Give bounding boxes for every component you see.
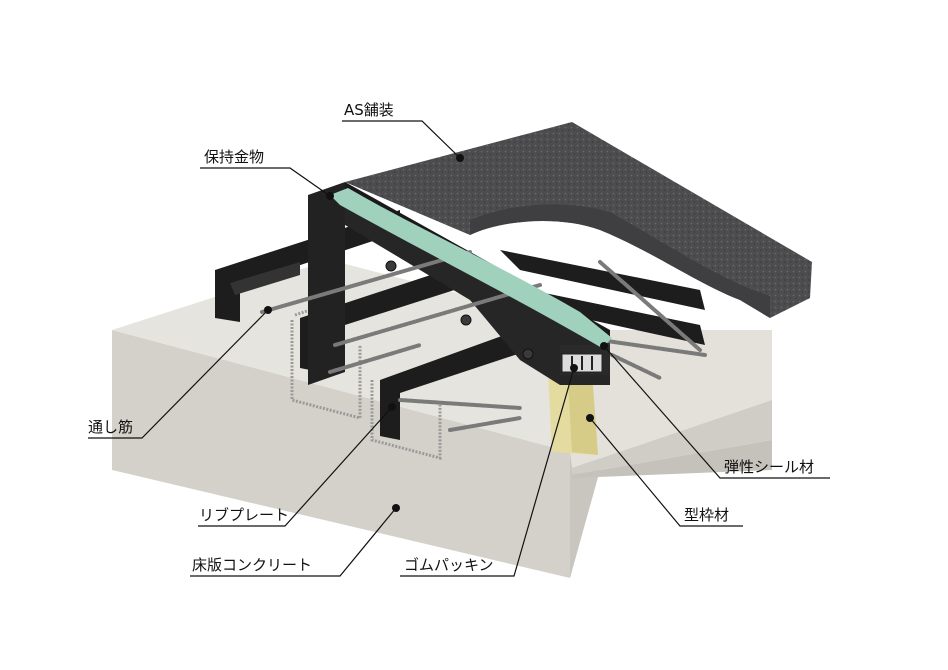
label-rib-plate: リブプレート <box>199 506 290 524</box>
label-retaining-bracket: 保持金物 <box>204 148 265 166</box>
through-rebars <box>260 250 707 432</box>
asphalt-pavement <box>345 122 812 318</box>
leader-as-pavement <box>342 120 461 159</box>
rubber-packing <box>561 353 603 373</box>
leader-retaining-bracket <box>200 167 331 197</box>
leader-dots <box>264 154 608 512</box>
label-slab-concrete: 床版コンクリート <box>192 556 313 574</box>
leader-through-rebar <box>88 309 269 439</box>
elastic-sealant <box>330 188 612 348</box>
label-elastic-sealant: 弾性シール材 <box>724 458 815 476</box>
label-through-rebar: 通し筋 <box>88 418 134 436</box>
leader-rubber-packing <box>400 367 575 577</box>
label-form-material: 型枠材 <box>684 506 730 524</box>
form-material <box>548 372 598 455</box>
leader-lines <box>88 120 830 577</box>
bolts <box>385 260 534 360</box>
label-as-pavement: AS舗装 <box>344 101 394 119</box>
label-rubber-packing: ゴムパッキン <box>404 556 494 574</box>
leader-form-material <box>589 417 743 527</box>
leader-slab-concrete <box>190 507 397 577</box>
leader-elastic-sealant <box>603 345 830 479</box>
leader-rib-plate <box>198 406 393 527</box>
